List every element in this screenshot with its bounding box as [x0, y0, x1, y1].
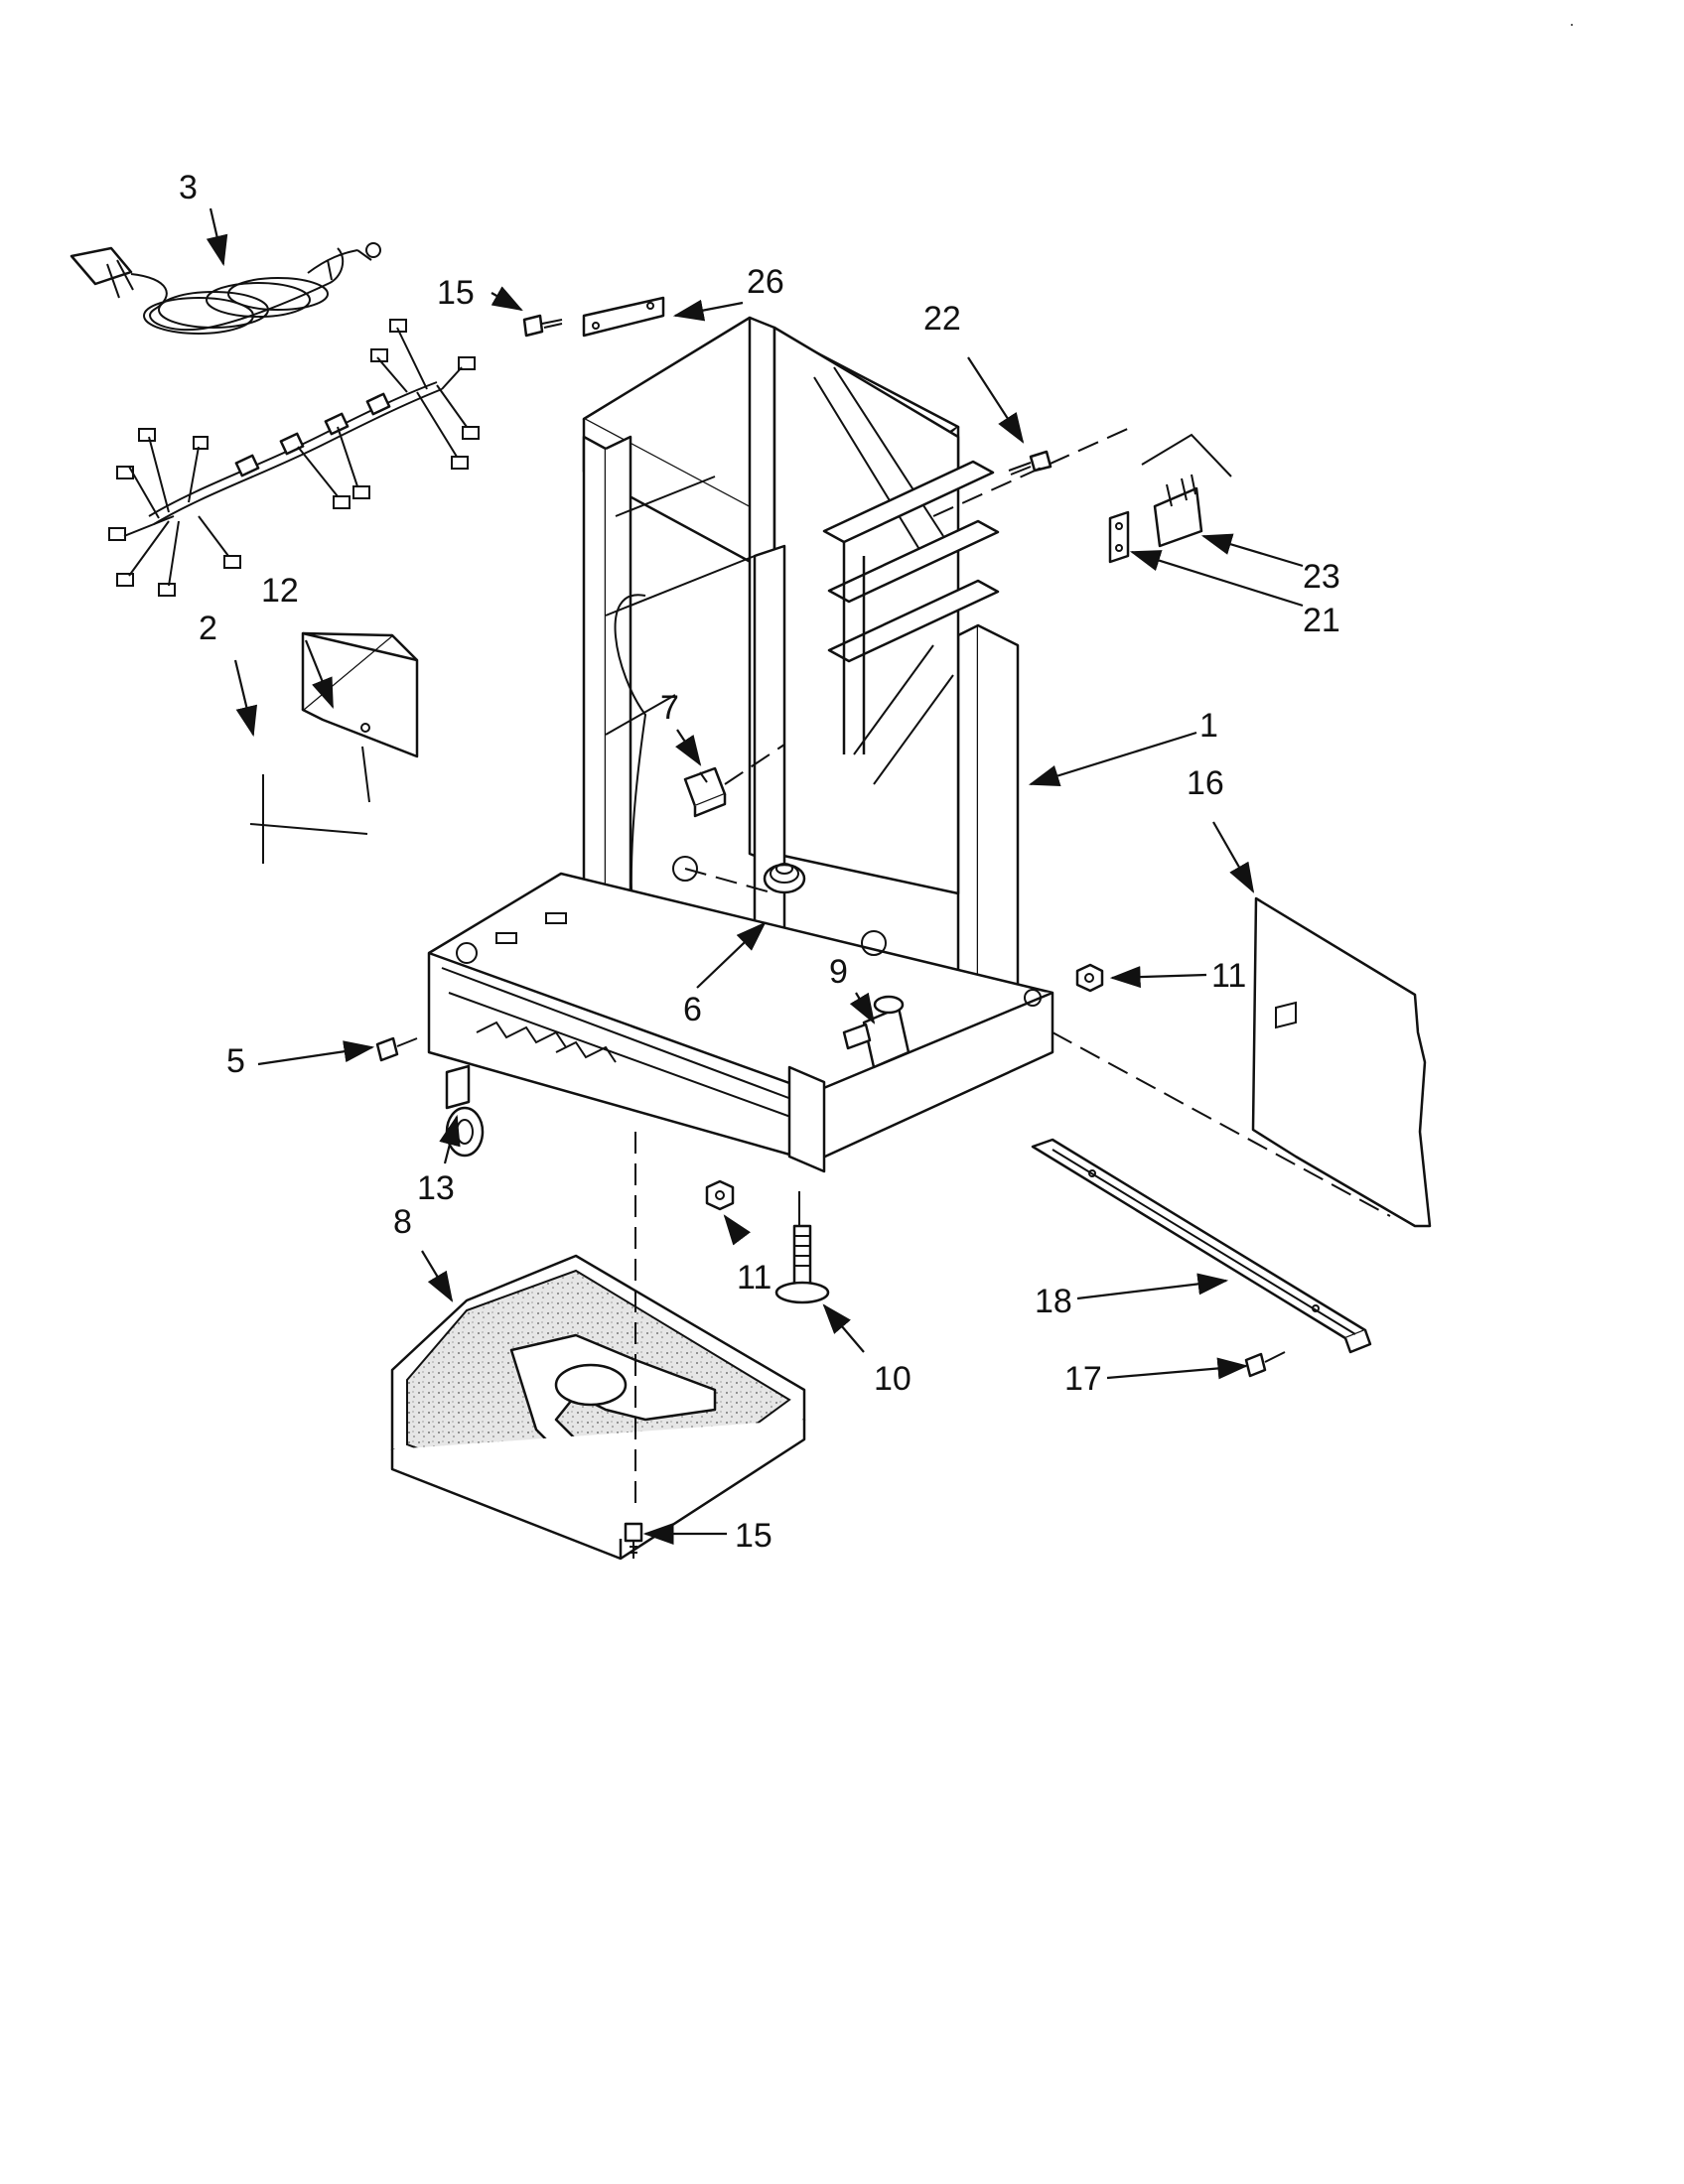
callout-6: 6	[683, 991, 702, 1028]
callout-12: 12	[261, 572, 299, 610]
callout-21: 21	[1303, 602, 1340, 639]
rail-part-18	[1031, 1138, 1372, 1354]
callout-16: 16	[1187, 764, 1224, 802]
switch-part-23	[1141, 433, 1232, 548]
screw-part-22	[1008, 450, 1052, 476]
callout-22: 22	[923, 300, 961, 338]
rear-panel-part-16	[1251, 896, 1432, 1228]
screw-part-17	[1244, 1351, 1286, 1378]
callout-8: 8	[393, 1203, 412, 1241]
valve-part-9	[842, 995, 911, 1069]
callout-labels: 3 15 26 22 23 21 2 12 7 1 16 6 9 11 5 13…	[179, 169, 1340, 1555]
bracket-part-12	[249, 631, 419, 835]
callout-1: 1	[1199, 707, 1218, 745]
callout-10: 10	[874, 1360, 912, 1398]
leveling-leg-part-10	[774, 1224, 830, 1304]
callout-17: 17	[1064, 1360, 1102, 1398]
callout-15-top: 15	[437, 274, 475, 312]
callout-11-bottom: 11	[737, 1259, 772, 1297]
leader-arrows	[206, 207, 1304, 1545]
bracket-part-21	[1108, 510, 1130, 564]
power-cord-and-wire-harness	[70, 242, 480, 597]
callout-7: 7	[660, 689, 679, 727]
callout-11-right: 11	[1211, 957, 1246, 995]
cabinet-frame	[427, 316, 1054, 1173]
top-plate-part-26	[582, 296, 665, 338]
screw-part-5	[375, 1036, 418, 1062]
nut-part-11-bottom	[705, 1179, 735, 1211]
grommet-part-6	[763, 863, 806, 894]
assembly-lines	[262, 426, 1391, 1509]
nut-part-11-right	[1075, 963, 1104, 993]
callout-3: 3	[179, 169, 198, 206]
callout-23: 23	[1303, 558, 1340, 596]
callout-15-bottom: 15	[735, 1517, 772, 1555]
screw-part-15-top	[522, 314, 563, 338]
callout-26: 26	[747, 263, 784, 301]
switch-part-7	[683, 766, 727, 818]
callout-2: 2	[199, 610, 217, 647]
callout-9: 9	[829, 953, 848, 991]
screw-part-15-bottom	[624, 1522, 643, 1559]
callout-13: 13	[417, 1169, 455, 1207]
corner-mark: ·	[1569, 14, 1575, 34]
callout-18: 18	[1035, 1283, 1072, 1320]
base-insulation-part-8	[390, 1254, 806, 1561]
callout-5: 5	[226, 1042, 245, 1080]
caster-part-13	[445, 1064, 485, 1158]
